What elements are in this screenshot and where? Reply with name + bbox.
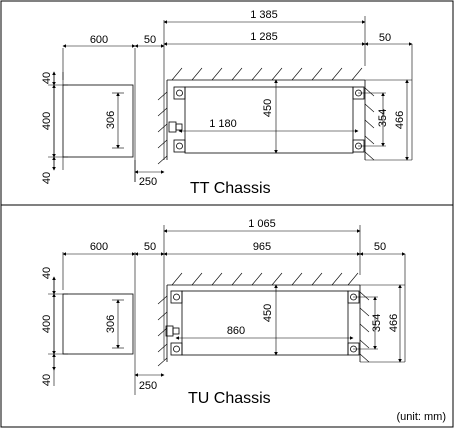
- tt-hatch-right: [364, 87, 375, 161]
- tu-dim-400: 400: [41, 315, 53, 333]
- tu-hatch-right: [359, 291, 370, 363]
- tu-dim-600: 600: [90, 241, 108, 253]
- tu-hatch-left: [157, 295, 168, 367]
- tu-dim-965: 965: [253, 241, 271, 253]
- tu-dim-1065: 1 065: [248, 218, 276, 230]
- tu-unit-body: [181, 290, 349, 356]
- tt-dim-50-right: 50: [379, 32, 391, 44]
- tu-dim-250: 250: [139, 380, 157, 392]
- tu-dim-40-top: 40: [41, 267, 53, 279]
- tt-dim-40-top: 40: [41, 72, 53, 84]
- tu-dim-40-bottom: 40: [41, 374, 53, 386]
- tt-unit-body: [184, 86, 354, 154]
- tt-dim-466: 466: [394, 111, 406, 129]
- tt-dim-250: 250: [139, 176, 157, 188]
- tt-dim-354: 354: [377, 109, 389, 127]
- tu-hatch-top: [171, 272, 359, 286]
- tu-dim-306: 306: [105, 315, 117, 333]
- tt-hatch-top: [171, 67, 363, 81]
- tt-dim-400: 400: [41, 112, 53, 130]
- tu-dim-50-right: 50: [374, 241, 386, 253]
- tt-dim-600: 600: [90, 34, 108, 46]
- tu-dim-354: 354: [371, 314, 383, 332]
- tt-dim-450: 450: [262, 99, 274, 117]
- tu-dim-450: 450: [262, 304, 274, 322]
- tt-title: TT Chassis: [190, 180, 271, 197]
- unit-label: (unit: mm): [397, 411, 447, 423]
- tt-dim-1285: 1 285: [250, 31, 278, 43]
- tt-dim-306: 306: [105, 111, 117, 129]
- tu-dim-466: 466: [388, 314, 400, 332]
- tu-title: TU Chassis: [188, 390, 271, 407]
- tt-dim-1180: 1 180: [209, 118, 237, 130]
- tt-diagram: 600 50 1 385 1 285 50 40 400 40 306: [41, 9, 413, 197]
- tt-dim-1385: 1 385: [250, 9, 278, 21]
- tt-dim-40-bottom: 40: [41, 172, 53, 184]
- tu-dim-50-left: 50: [144, 241, 156, 253]
- tu-mount-brackets: [165, 290, 360, 356]
- tt-dim-50-left: 50: [144, 34, 156, 46]
- tt-hatch-left: [157, 91, 168, 165]
- tt-mount-brackets: [168, 86, 365, 153]
- tu-diagram: 600 50 1 065 965 50 40 400 40 306: [41, 218, 406, 407]
- tu-dim-860: 860: [227, 325, 245, 337]
